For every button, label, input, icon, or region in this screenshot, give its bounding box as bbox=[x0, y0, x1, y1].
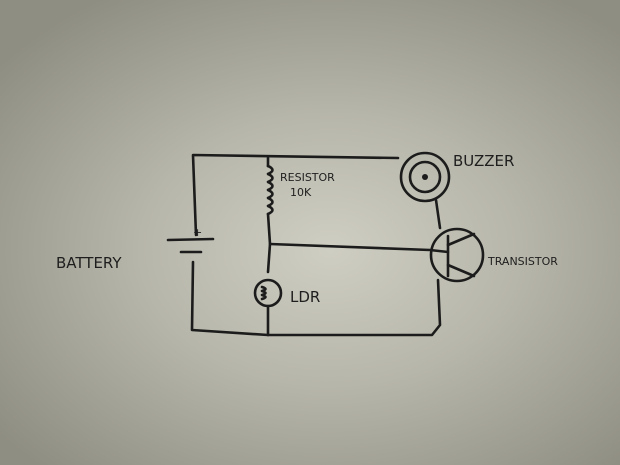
transistor-symbol bbox=[429, 227, 485, 283]
ldr-label: LDR bbox=[290, 288, 320, 306]
resistor-value-label: 10K bbox=[290, 186, 312, 199]
battery-plus-label: + bbox=[193, 226, 202, 239]
buzzer-label: BUZZER bbox=[453, 152, 514, 170]
resistor-label: RESISTOR bbox=[280, 171, 335, 184]
wire-buzzer-to-transistor bbox=[434, 198, 442, 230]
wire-left-top bbox=[191, 153, 400, 237]
battery-label: BATTERY bbox=[56, 254, 122, 272]
transistor-label: TRANSISTOR bbox=[487, 255, 558, 268]
wire-left-bottom bbox=[190, 260, 442, 337]
buzzer-symbol bbox=[399, 151, 451, 203]
wire-mid-base bbox=[268, 242, 450, 254]
resistor-symbol bbox=[266, 164, 274, 216]
ldr-symbol bbox=[253, 278, 283, 308]
battery-symbol bbox=[166, 237, 215, 254]
